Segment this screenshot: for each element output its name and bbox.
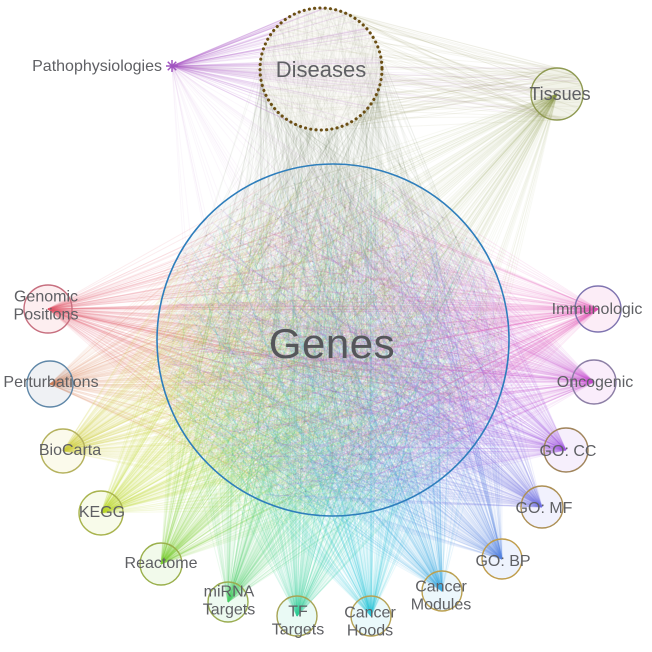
node-label-genomic-positions[interactable]: Genomic Positions [13, 288, 79, 323]
genes-disk-haze [157, 164, 509, 516]
node-label-cancer-modules[interactable]: Cancer Modules [410, 578, 472, 613]
node-circle-biocarta[interactable] [40, 428, 86, 474]
edge-bundle-go_cc-genes [166, 170, 567, 503]
edge-bundle-pathophysiologies-diseases [171, 7, 382, 126]
node-circle-go_bp[interactable] [481, 538, 523, 580]
node-circle-tf_targets[interactable] [276, 595, 318, 637]
node-circle-genomic_positions[interactable] [23, 284, 73, 334]
edge-bundle-tf_targets-genes [171, 172, 497, 617]
node-circle-immunologic[interactable] [574, 285, 622, 333]
edge-bundle-go_mf-genes [165, 178, 543, 508]
edge-bundle-pathophysiologies-genes [171, 65, 496, 485]
node-circle-oncogenic[interactable] [571, 359, 617, 405]
node-label-go-mf[interactable]: GO: MF [515, 500, 573, 518]
edge-bundle-genomic_positions-genes [47, 173, 498, 497]
node-label-tissues[interactable]: Tissues [529, 84, 591, 105]
edge-bundle-go_bp-genes [179, 184, 503, 560]
node-label-kegg[interactable]: KEGG [78, 504, 126, 522]
node-circle-go_cc[interactable] [543, 427, 589, 473]
node-circle-pathophysiologies[interactable] [166, 60, 178, 72]
edge-bundle-perturbations-genes [49, 180, 499, 505]
edge-bundle-diseases-tissues [259, 7, 584, 131]
edge-bundle-tissues-genes [179, 93, 558, 506]
edge-bundle-mirna_targets-genes [180, 170, 500, 603]
node-label-mirna-targets[interactable]: miRNA Targets [202, 583, 256, 618]
node-label-go-bp[interactable]: GO: BP [475, 553, 531, 571]
edge-bundle-cancer_hoods-genes [162, 175, 491, 617]
edge-bundle-biocarta-genes [62, 170, 492, 507]
node-circle-perturbations[interactable] [26, 360, 74, 408]
node-label-cancer-hoods[interactable]: Cancer Hoods [344, 604, 396, 639]
node-circle-diseases[interactable] [258, 6, 384, 132]
node-label-tf-targets[interactable]: TF Targets [271, 603, 325, 638]
node-label-oncogenic[interactable]: Oncogenic [556, 374, 634, 392]
node-circle-tissues[interactable] [530, 67, 584, 121]
node-circle-reactome[interactable] [139, 542, 183, 586]
edge-bundle-diseases-genes [168, 7, 497, 510]
node-label-reactome[interactable]: Reactome [124, 555, 198, 573]
node-circle-go_mf[interactable] [520, 485, 564, 529]
edge-bundle-reactome-genes [160, 173, 503, 565]
node-label-immunologic[interactable]: Immunologic [551, 301, 643, 319]
edge-bundle-immunologic-genes [164, 181, 599, 502]
node-label-genes[interactable]: Genes [268, 319, 396, 367]
gene-dots [166, 168, 501, 510]
node-circle-mirna_targets[interactable] [207, 581, 249, 623]
node-circle-cancer_hoods[interactable] [350, 595, 392, 637]
node-label-diseases[interactable]: Diseases [275, 56, 367, 82]
edge-bundle-oncogenic-genes [162, 180, 595, 508]
node-label-biocarta[interactable]: BioCarta [38, 442, 102, 460]
edge-bundle-kegg-genes [100, 176, 503, 514]
node-label-pathophysiologies[interactable]: Pathophysiologies [32, 58, 162, 76]
node-circle-kegg[interactable] [78, 490, 124, 536]
edge-bundle-cancer_modules-genes [168, 172, 491, 592]
node-label-perturbations[interactable]: Perturbations [3, 374, 99, 392]
node-circle-genes[interactable] [156, 163, 510, 517]
node-circle-cancer_modules[interactable] [421, 570, 463, 612]
edge-bundle-pathophysiologies-tissues [171, 65, 584, 120]
node-label-go-cc[interactable]: GO: CC [539, 443, 597, 461]
